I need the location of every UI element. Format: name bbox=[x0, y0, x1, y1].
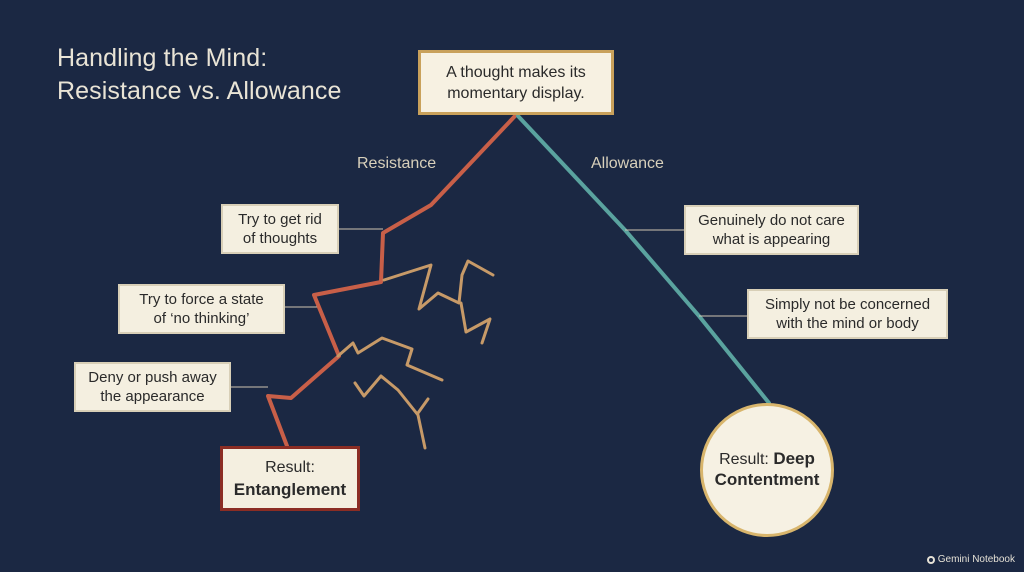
allowance-step-2: Simply not be concerned with the mind or… bbox=[747, 289, 948, 339]
footer-brand: Gemini Notebook bbox=[926, 554, 1015, 565]
thought-box: A thought makes its momentary display. bbox=[418, 50, 614, 115]
allowance-step-2-text: Simply not be concerned with the mind or… bbox=[765, 295, 930, 333]
allowance-step-1-line-1: Genuinely do not care bbox=[698, 212, 845, 229]
result-deep-contentment-prefix: Result: bbox=[719, 451, 769, 468]
result-entanglement-prefix: Result: bbox=[265, 458, 315, 476]
resistance-step-2: Try to force a state of ‘no thinking’ bbox=[118, 284, 285, 334]
tangle-shard-3 bbox=[336, 336, 444, 382]
resistance-step-3: Deny or push away the appearance bbox=[74, 362, 231, 412]
page-title-line-1: Handling the Mind: bbox=[57, 44, 268, 72]
result-entanglement-box: Result: Entanglement bbox=[220, 446, 360, 511]
tangle-shard-1 bbox=[382, 259, 495, 311]
allowance-path bbox=[516, 114, 771, 405]
resistance-step-3-line-1: Deny or push away bbox=[88, 369, 217, 386]
tangle-shard-4 bbox=[353, 374, 427, 450]
allowance-step-1-text: Genuinely do not care what is appearing bbox=[698, 211, 845, 249]
allowance-step-1: Genuinely do not care what is appearing bbox=[684, 205, 859, 255]
result-deep-contentment-text: Result: Deep Contentment bbox=[703, 449, 831, 491]
result-entanglement-text: Result: Entanglement bbox=[234, 457, 346, 501]
resistance-step-1-line-2: of thoughts bbox=[242, 230, 318, 247]
allowance-step-2-line-1: Simply not be concerned bbox=[764, 296, 931, 313]
result-entanglement-value: Entanglement bbox=[233, 479, 347, 499]
resistance-step-2-line-2: of ‘no thinking’ bbox=[153, 310, 250, 327]
resistance-step-1-text: Try to get rid of thoughts bbox=[238, 210, 322, 248]
page-title: Handling the Mind: Resistance vs. Allowa… bbox=[57, 42, 341, 108]
page-title-line-2: Resistance vs. Allowance bbox=[57, 77, 342, 105]
resistance-step-1: Try to get rid of thoughts bbox=[221, 204, 339, 254]
resistance-step-3-text: Deny or push away the appearance bbox=[88, 368, 216, 406]
resistance-path bbox=[266, 114, 517, 448]
thought-line-1: A thought makes its bbox=[446, 63, 586, 81]
allowance-label: Allowance bbox=[591, 155, 664, 172]
result-deep-contentment-circle: Result: Deep Contentment bbox=[700, 403, 834, 537]
allowance-step-1-line-2: what is appearing bbox=[712, 231, 831, 248]
resistance-step-2-text: Try to force a state of ‘no thinking’ bbox=[139, 290, 264, 328]
resistance-step-2-line-1: Try to force a state bbox=[139, 291, 264, 308]
tangle-shard-2 bbox=[459, 301, 492, 345]
resistance-label: Resistance bbox=[357, 155, 437, 172]
gemini-notebook-icon bbox=[926, 555, 935, 564]
allowance-step-2-line-2: with the mind or body bbox=[776, 315, 919, 332]
thought-box-text: A thought makes its momentary display. bbox=[446, 62, 586, 104]
result-deep-contentment-line-1: Deep bbox=[773, 449, 815, 468]
tangle-shard-5 bbox=[416, 397, 430, 415]
thought-line-2: momentary display. bbox=[447, 84, 585, 102]
footer-brand-text: Gemini Notebook bbox=[937, 554, 1015, 565]
resistance-step-3-line-2: the appearance bbox=[100, 388, 205, 405]
result-deep-contentment-line-2: Contentment bbox=[714, 470, 820, 489]
resistance-step-1-line-1: Try to get rid bbox=[238, 211, 322, 228]
